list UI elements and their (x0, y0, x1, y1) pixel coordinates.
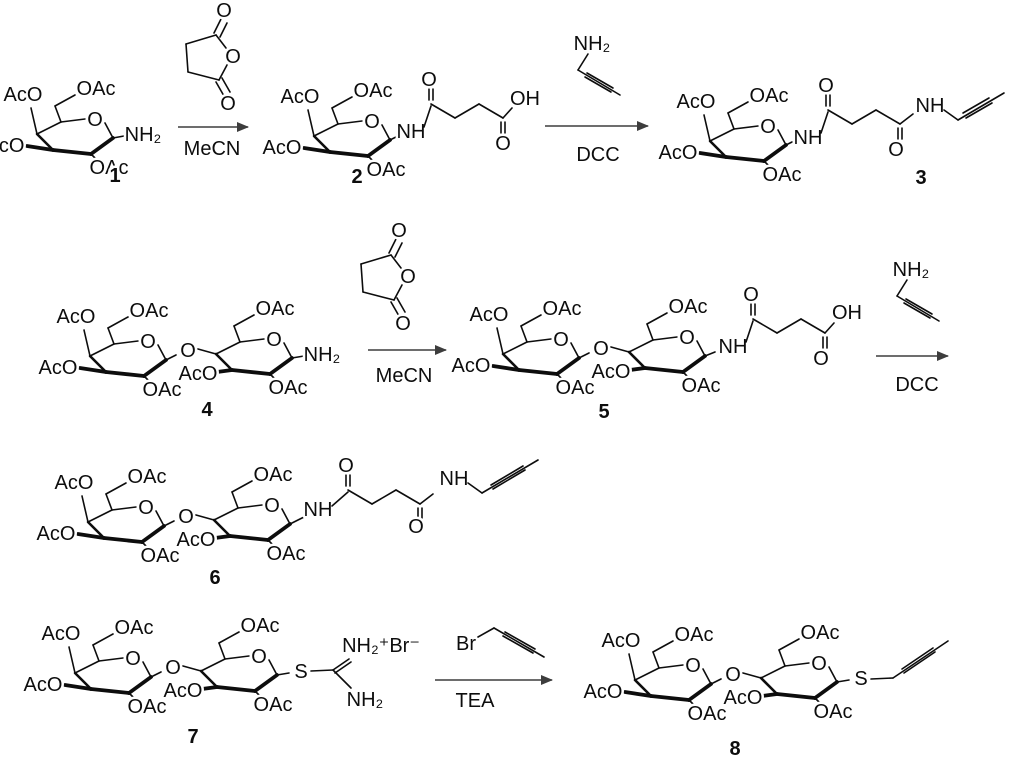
carbonyl-oxygen-label: O (888, 139, 904, 161)
carbonyl-oxygen-label: O (421, 69, 437, 91)
compound-7-number: 7 (187, 726, 198, 748)
chain-bond (875, 109, 901, 125)
chain-bond (870, 677, 894, 680)
compound-1: NH₂ 1 (0, 78, 164, 190)
chain-bond (331, 491, 349, 507)
amine-label: NH₂ (125, 124, 162, 146)
compound-2: NH O O OH 2 (263, 67, 543, 191)
chain-bond (824, 322, 835, 334)
chain-bond (943, 109, 959, 121)
compound-5-number: 5 (598, 401, 609, 423)
solvent-label-mecn: MeCN (184, 138, 241, 160)
double-bond-line (332, 658, 350, 671)
chain-bond (478, 103, 504, 119)
chain-bond (423, 105, 432, 128)
chain-bond (477, 627, 495, 638)
compound-4-number: 4 (201, 399, 213, 421)
chain-bond (745, 320, 754, 343)
reagent-label-dcc: DCC (576, 144, 619, 166)
anomeric-bond (112, 135, 125, 139)
chain-bond (430, 103, 456, 119)
sulfur-label: S (854, 668, 867, 690)
reagent-label-dcc: DCC (895, 374, 938, 396)
reaction-step-5: Br TEA (435, 627, 553, 715)
carbonyl-oxygen-label: O (818, 75, 834, 97)
chain-bond (467, 482, 483, 494)
compound-3-number: 3 (915, 167, 926, 189)
anomeric-bond (289, 516, 305, 525)
compound-4: NH₂ 4 (39, 298, 343, 424)
chain-bond (310, 669, 334, 672)
amide-nh-label: NH (304, 499, 333, 521)
compound-1-number: 1 (109, 165, 120, 187)
amide-nh-label: NH (397, 121, 426, 143)
anomeric-bond (704, 351, 716, 357)
reaction-step-2: DCC (545, 33, 649, 169)
chain-bond (454, 103, 480, 119)
chain-bond (371, 489, 397, 505)
alkyne-bond (892, 640, 949, 679)
compound-8: S 8 (584, 622, 949, 758)
amide-nh-label: NH (719, 336, 748, 358)
anomeric-bond (785, 141, 793, 146)
bromide-label: Br (456, 633, 476, 655)
alkyne-triple-line (504, 631, 536, 650)
sulfur-label: S (294, 661, 307, 683)
chain-bond (899, 113, 914, 125)
reaction-step-4: DCC (876, 259, 949, 399)
carbonyl-oxygen-label: O (495, 133, 511, 155)
alkyne-bond (481, 459, 539, 494)
chain-bond (820, 111, 829, 134)
compound-6-number: 6 (209, 567, 220, 589)
compound-6: NH O O NH 6 (37, 453, 539, 592)
chain-bond (502, 107, 513, 119)
amide-nh-label: NH (794, 127, 823, 149)
chain-bond (827, 109, 853, 125)
amide-nh-label: NH (916, 95, 945, 117)
amine-label: NH₂ (304, 344, 341, 366)
compound-7: S NH₂⁺Br⁻ NH₂ 7 (24, 615, 422, 751)
carbonyl-oxygen-label: O (338, 455, 354, 477)
hydroxyl-label: OH (510, 88, 540, 110)
chain-bond (395, 489, 421, 505)
alkyne-bond (493, 627, 545, 658)
anomeric-bond (836, 679, 850, 683)
compound-5: NH O O OH 5 (452, 282, 865, 426)
amide-nh-label: NH (440, 468, 469, 490)
anomeric-bond (291, 355, 305, 359)
chain-bond (851, 109, 877, 125)
amine-label: NH₂ (347, 689, 384, 711)
carbonyl-oxygen-label: O (408, 516, 424, 538)
alkyne-triple-line (901, 647, 934, 670)
alkyne-triple-line (492, 469, 526, 490)
solvent-label-mecn: MeCN (376, 365, 433, 387)
alkyne-triple-line (502, 635, 534, 654)
chain-bond (332, 669, 352, 689)
alkyne-triple-line (965, 102, 993, 119)
chain-bond (419, 493, 434, 505)
carbonyl-oxygen-label: O (743, 284, 759, 306)
chain-bond (776, 318, 802, 334)
reagent-label-tea: TEA (456, 690, 496, 712)
chain-bond (347, 489, 373, 505)
double-bond-line (334, 661, 352, 674)
compound-8-number: 8 (729, 738, 740, 758)
compound-2-number: 2 (351, 166, 362, 188)
alkyne-bond (957, 92, 1005, 121)
hydroxyl-label: OH (832, 302, 862, 324)
anomeric-bond (389, 136, 397, 141)
anomeric-bond (276, 672, 290, 676)
reaction-step-1: MeCN (178, 0, 249, 163)
chain-bond (800, 318, 826, 334)
iminium-bromide-label: NH₂⁺Br⁻ (342, 635, 420, 657)
compound-3: NH O O NH 3 (659, 73, 1005, 192)
carbonyl-oxygen-label: O (813, 348, 829, 370)
chain-bond (752, 318, 778, 334)
alkyne-triple-line (490, 465, 524, 486)
reaction-step-3: MeCN (361, 220, 447, 390)
alkyne-triple-line (903, 651, 936, 674)
alkyne-triple-line (962, 97, 990, 114)
